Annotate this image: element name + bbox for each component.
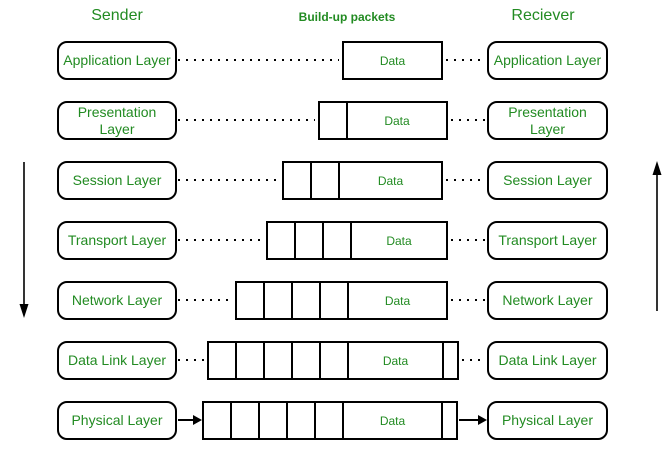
packet-header-cell: [296, 223, 324, 258]
packet-header-cell: [204, 403, 232, 438]
sender-box-presentation-layer: Presentation Layer: [57, 101, 177, 140]
packet-transport-layer: Data: [266, 221, 448, 260]
dotted-connector-right: [451, 239, 486, 241]
receiver-up-arrow-icon: [652, 161, 662, 311]
receiver-box-network-layer: Network Layer: [487, 281, 608, 320]
sender-down-arrow-icon: [19, 162, 29, 318]
sender-column-title: Sender: [91, 7, 143, 24]
packet-header-cell: [265, 283, 293, 318]
receiver-box-physical-layer: Physical Layer: [487, 401, 608, 440]
receiver-column-title: Reciever: [511, 7, 575, 24]
packet-header-cell: [209, 343, 237, 378]
packet-header-cell: [320, 103, 348, 138]
packet-header-cell: [237, 283, 265, 318]
receiver-box-data-link-layer: Data Link Layer: [487, 341, 608, 380]
sender-box-transport-layer: Transport Layer: [57, 221, 177, 260]
packet-application-layer: Data: [342, 41, 443, 80]
dotted-connector-right: [451, 119, 486, 121]
packet-trailer-cell: [441, 403, 456, 438]
packet-data-section: Data: [349, 343, 442, 378]
packet-header-cell: [232, 403, 260, 438]
packet-trailer-cell: [442, 343, 457, 378]
dotted-connector-left: [178, 299, 232, 301]
packet-data-label: Data: [384, 293, 411, 308]
packet-session-layer: Data: [282, 161, 443, 200]
packet-header-cell: [312, 163, 340, 198]
sender-box-data-link-layer: Data Link Layer: [57, 341, 177, 380]
packet-data-section: Data: [340, 163, 441, 198]
packet-header-cell: [268, 223, 296, 258]
packet-header-cell: [293, 343, 321, 378]
dotted-connector-right: [446, 59, 486, 61]
packet-data-label: Data: [386, 233, 412, 248]
packet-presentation-layer: Data: [318, 101, 448, 140]
packet-header-cell: [321, 343, 349, 378]
packet-data-section: Data: [344, 403, 441, 438]
arrow-connector-left-head-icon: [193, 415, 202, 425]
packet-data-label: Data: [382, 353, 409, 368]
arrow-connector-right-line: [459, 419, 478, 421]
dotted-connector-right: [446, 179, 486, 181]
dotted-connector-right: [462, 359, 486, 361]
buildup-packets-title: Build-up packets: [298, 10, 396, 24]
dotted-connector-left: [178, 239, 263, 241]
dotted-connector-right: [451, 299, 486, 301]
dotted-connector-left: [178, 119, 315, 121]
packet-data-label: Data: [384, 113, 410, 128]
packet-header-cell: [260, 403, 288, 438]
packet-data-label: Data: [377, 173, 404, 188]
receiver-box-application-layer: Application Layer: [487, 41, 608, 80]
packet-data-link-layer: Data: [207, 341, 459, 380]
packet-header-cell: [237, 343, 265, 378]
receiver-box-presentation-layer: Presentation Layer: [487, 101, 608, 140]
packet-header-cell: [321, 283, 349, 318]
packet-header-cell: [284, 163, 312, 198]
receiver-box-transport-layer: Transport Layer: [487, 221, 608, 260]
dotted-connector-left: [178, 59, 339, 61]
packet-header-cell: [288, 403, 316, 438]
packet-data-section: Data: [349, 283, 446, 318]
arrow-connector-right-head-icon: [478, 415, 487, 425]
sender-box-network-layer: Network Layer: [57, 281, 177, 320]
dotted-connector-left: [178, 179, 279, 181]
packet-header-cell: [293, 283, 321, 318]
packet-data-label: Data: [379, 53, 406, 68]
packet-header-cell: [265, 343, 293, 378]
arrow-connector-left-line: [178, 419, 194, 421]
packet-data-section: Data: [344, 43, 441, 78]
sender-box-application-layer: Application Layer: [57, 41, 177, 80]
packet-data-label: Data: [379, 413, 406, 428]
packet-data-section: Data: [348, 103, 446, 138]
dotted-connector-left: [178, 359, 204, 361]
packet-header-cell: [324, 223, 352, 258]
sender-box-physical-layer: Physical Layer: [57, 401, 177, 440]
packet-header-cell: [316, 403, 344, 438]
packet-data-section: Data: [352, 223, 446, 258]
receiver-box-session-layer: Session Layer: [487, 161, 608, 200]
sender-box-session-layer: Session Layer: [57, 161, 177, 200]
packet-physical-layer: Data: [202, 401, 458, 440]
packet-network-layer: Data: [235, 281, 448, 320]
